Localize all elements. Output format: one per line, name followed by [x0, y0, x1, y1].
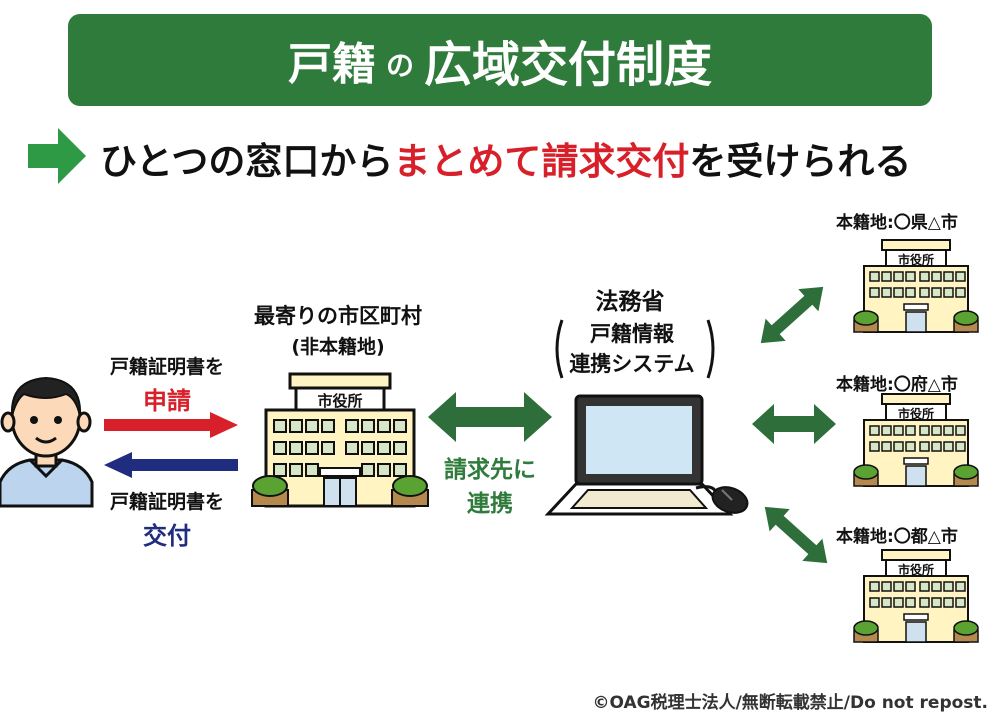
- deliver-action-label: 交付: [143, 522, 191, 550]
- ministry-title: 法務省: [595, 289, 665, 315]
- link-label-line2: 連携: [467, 491, 513, 517]
- office1-building-icon: [853, 239, 979, 333]
- laptop-icon: [544, 394, 749, 516]
- deliver-label-top: 戸籍証明書を: [109, 491, 224, 513]
- title-part2: の: [385, 49, 414, 82]
- ministry-system-line2: 連携システム: [569, 352, 695, 376]
- subtitle-part1: ひとつの窓口から: [100, 140, 394, 183]
- nearest-subtitle: (非本籍地): [291, 336, 385, 358]
- apply-label-top: 戸籍証明書を: [109, 356, 224, 378]
- office3-sign: 市役所: [897, 563, 934, 577]
- title-banner: 戸籍 の 広域交付制度: [68, 14, 932, 106]
- office3-building-icon: [853, 549, 979, 643]
- office2-double-arrow-icon: [752, 404, 836, 444]
- nearest-title: 最寄りの市区町村: [254, 304, 422, 328]
- office3-double-arrow-icon: [764, 506, 828, 564]
- link-label-line1: 請求先に: [444, 457, 536, 483]
- deliver-arrow-icon: [104, 452, 238, 478]
- ministry-system-line1: 戸籍情報: [590, 322, 674, 346]
- subtitle: ひとつの窓口から まとめて請求交付 を受けられる: [100, 128, 911, 188]
- city-hall-sign: 市役所: [317, 392, 363, 410]
- subtitle-part3: を受けられる: [689, 140, 912, 183]
- apply-action-label: 申請: [143, 387, 191, 415]
- office2-sign: 市役所: [897, 407, 934, 421]
- office2-building-icon: [853, 393, 979, 487]
- office3-label: 本籍地:〇都△市: [836, 527, 958, 547]
- left-paren-icon: [555, 319, 564, 379]
- right-paren-icon: [706, 319, 715, 379]
- apply-arrow-icon: [104, 412, 238, 438]
- city-hall-building-icon: [251, 372, 429, 508]
- office2-label: 本籍地:〇府△市: [836, 375, 958, 395]
- title-part3: 広域交付制度: [424, 37, 713, 93]
- office1-sign: 市役所: [897, 253, 934, 267]
- office1-label: 本籍地:〇県△市: [836, 213, 958, 233]
- title-part1: 戸籍: [287, 39, 376, 90]
- arrow-right-icon: [28, 128, 86, 184]
- office1-double-arrow-icon: [760, 286, 824, 344]
- person-icon: [0, 376, 94, 508]
- subtitle-highlight: まとめて請求交付: [393, 140, 690, 183]
- link-double-arrow-icon: [428, 392, 552, 442]
- copyright-footer: ©OAG税理士法人/無断転載禁止/Do not repost.: [592, 693, 988, 713]
